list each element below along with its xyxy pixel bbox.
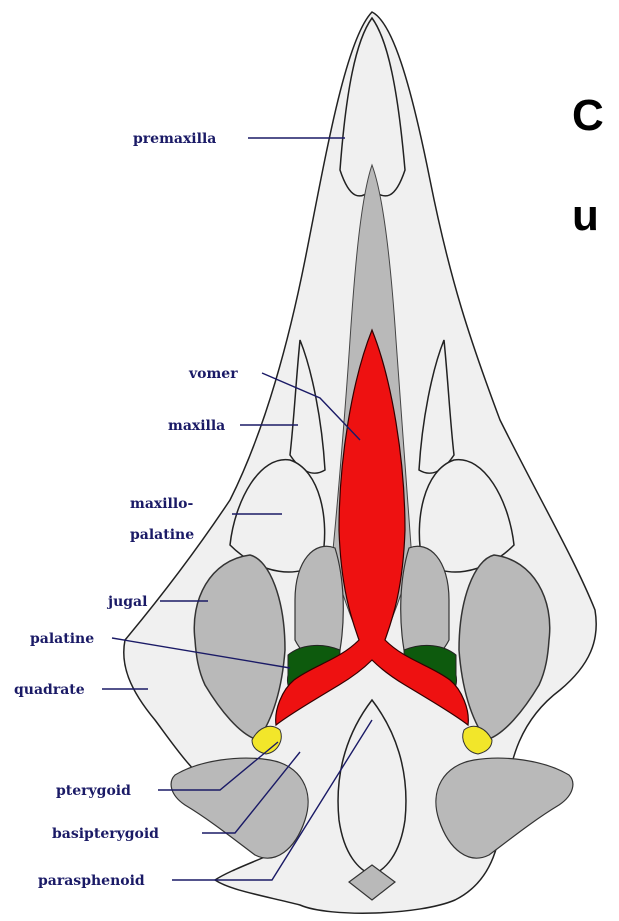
label-maxillo-palatine-line2: palatine [130, 527, 194, 543]
label-quadrate: quadrate [14, 682, 85, 698]
label-pterygoid: pterygoid [56, 783, 131, 799]
label-basipterygoid: basipterygoid [52, 826, 159, 842]
label-maxilla: maxilla [168, 418, 225, 434]
label-parasphenoid: parasphenoid [38, 873, 145, 889]
inner-lobe-left [295, 546, 343, 661]
pterygoid-right [436, 758, 573, 858]
label-palatine: palatine [30, 631, 94, 647]
label-vomer: vomer [188, 366, 238, 382]
label-jugal: jugal [106, 594, 147, 610]
label-premaxilla: premaxilla [133, 131, 216, 147]
heading-line-2: u [572, 191, 599, 240]
inner-lobe-right [401, 546, 449, 661]
heading-line-1: C [572, 91, 604, 140]
label-maxillo-palatine-line1: maxillo- [130, 496, 194, 512]
